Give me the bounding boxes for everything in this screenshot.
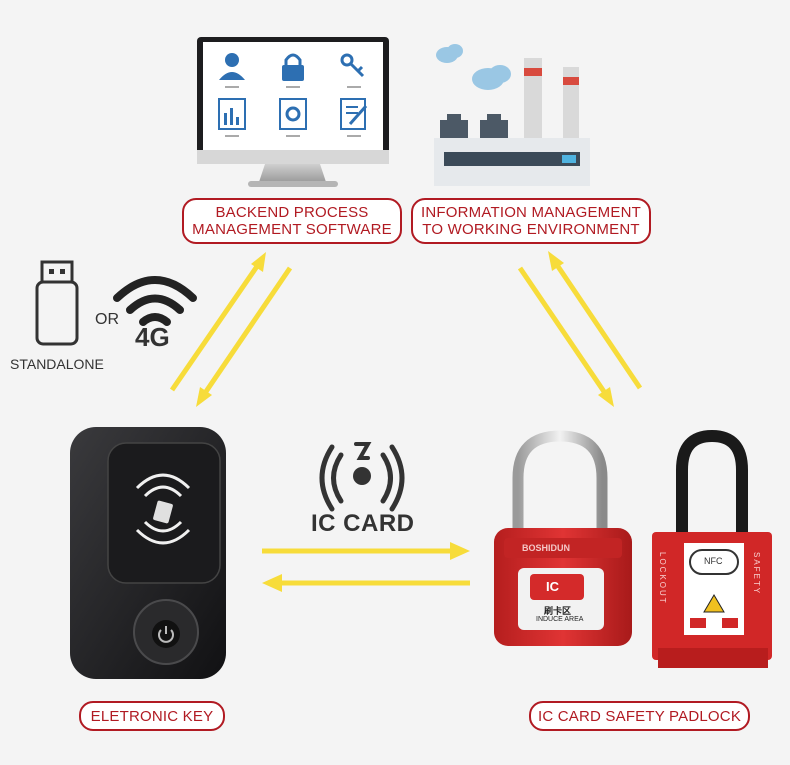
info-line-2: TO WORKING ENVIRONMENT [422, 221, 639, 238]
nfc-icon [322, 444, 402, 509]
or-label: OR [95, 311, 119, 329]
monitor-icon [197, 37, 389, 187]
usb-icon [37, 262, 77, 344]
standalone-label: STANDALONE [10, 356, 104, 372]
padlock-brand: BOSHIDUN [522, 543, 570, 553]
safety-nfc-text: NFC [704, 556, 723, 566]
electronic-key-device [70, 427, 226, 679]
info-line-1: INFORMATION MANAGEMENT [421, 204, 641, 221]
factory-icon [434, 44, 590, 186]
electronic-key-text: ELETRONIC KEY [91, 708, 214, 725]
padlock-ic-text: IC [546, 579, 559, 594]
padlock-induce-en: INDUCE AREA [536, 616, 583, 623]
ic-card-label: IC CARD [311, 510, 415, 538]
padlock-label: IC CARD SAFETY PADLOCK [529, 701, 750, 731]
electronic-key-label: ELETRONIC KEY [79, 701, 225, 731]
cloud-icon [436, 44, 511, 90]
backend-line-2: MANAGEMENT SOFTWARE [192, 221, 392, 238]
backend-software-label: BACKEND PROCESS MANAGEMENT SOFTWARE [182, 198, 402, 244]
padlock-text: IC CARD SAFETY PADLOCK [538, 708, 741, 725]
info-management-label: INFORMATION MANAGEMENT TO WORKING ENVIRO… [411, 198, 651, 244]
safety-side-left: LOCKOUT [658, 552, 667, 605]
safety-side-right: SAFETY [752, 552, 761, 595]
four-g-label: 4G [135, 322, 170, 353]
backend-line-1: BACKEND PROCESS [215, 204, 368, 221]
wifi-icon [117, 280, 193, 322]
